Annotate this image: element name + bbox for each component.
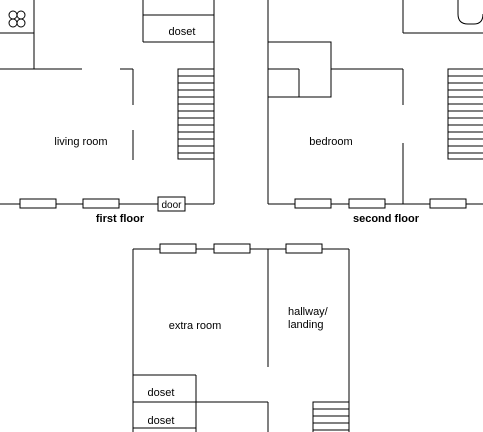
window: [19, 198, 57, 209]
window: [159, 243, 197, 254]
window: [294, 198, 332, 209]
staircase: [177, 68, 215, 160]
living-room-label: living room: [54, 136, 107, 148]
second-floor-title: second floor: [353, 213, 420, 225]
third-floor-plan: extra room hallway/ landing doset doset: [132, 243, 350, 432]
closet-label: doset: [169, 26, 196, 38]
front-door: [157, 196, 186, 212]
extra-room-label: extra room: [169, 320, 222, 332]
first-floor-title: first floor: [96, 213, 145, 225]
staircase: [312, 401, 350, 432]
bathtub-icon: [457, 0, 483, 25]
first-floor-plan: door doset living room first floor: [0, 0, 215, 225]
window: [429, 198, 467, 209]
window: [348, 198, 386, 209]
window: [82, 198, 120, 209]
staircase: [447, 68, 483, 160]
closet-label-2: doset: [148, 415, 175, 427]
window: [285, 243, 323, 254]
hallway-label-line1: hallway/: [288, 306, 329, 318]
second-floor-plan: bedroom second floor: [267, 0, 483, 225]
closet-label-1: doset: [148, 387, 175, 399]
hallway-label-line2: landing: [288, 319, 323, 331]
window: [213, 243, 251, 254]
stove-burner-icon: [8, 10, 26, 28]
door-label: door: [161, 200, 182, 211]
bedroom-label: bedroom: [309, 136, 352, 148]
